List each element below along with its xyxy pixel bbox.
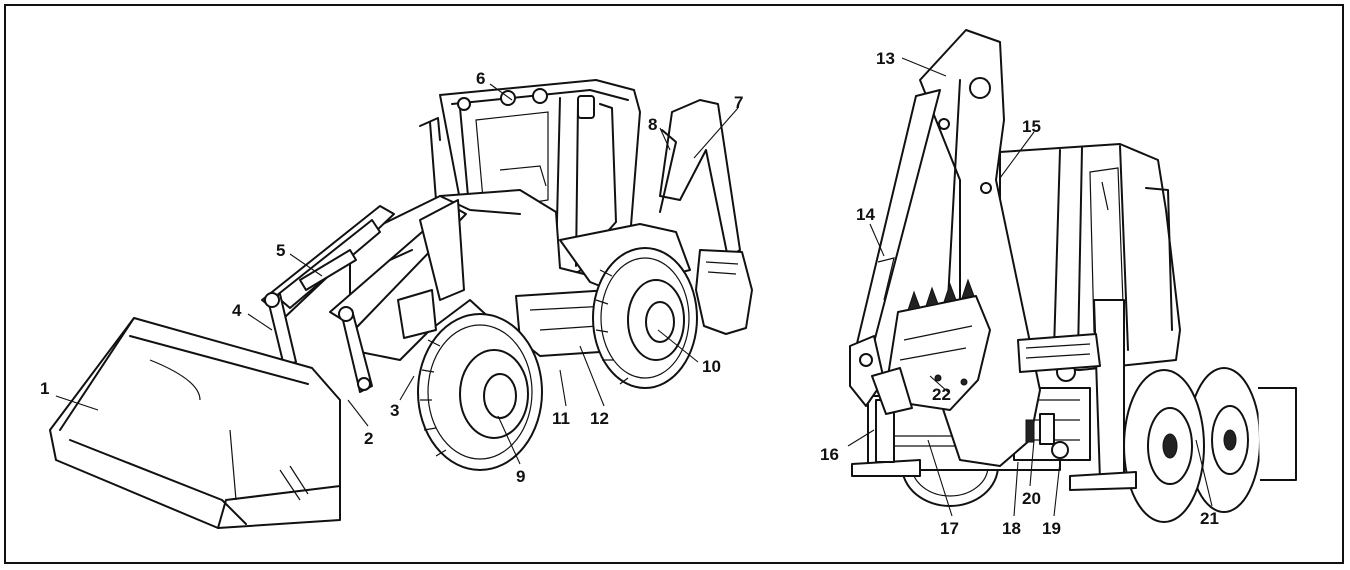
leader-8 [659,127,671,151]
callout-20: 20 [1022,489,1041,508]
leader-3 [399,375,415,401]
callout-9: 9 [516,467,525,486]
callout-18: 18 [1002,519,1021,538]
callout-22: 22 [932,385,951,404]
rear-bucket [871,278,991,415]
callout-1: 1 [40,379,49,398]
leader-13 [901,57,947,77]
callout-21: 21 [1200,509,1219,528]
rear-wheel-front-view [592,247,698,389]
callout-4: 4 [232,301,242,320]
leader-lines [55,57,1213,517]
leader-22 [929,375,949,393]
leader-11 [559,369,567,407]
leader-12 [579,345,605,407]
leader-5 [289,253,323,277]
callout-16: 16 [820,445,839,464]
leader-18 [1013,461,1019,517]
rear-boom-behind [659,99,753,335]
callout-3: 3 [390,401,399,420]
callout-14: 14 [856,205,875,224]
callout-5: 5 [276,241,285,260]
leader-4 [247,313,273,331]
leader-15 [999,131,1035,179]
callout-17: 17 [940,519,959,538]
front-bucket [49,317,341,529]
callout-19: 19 [1042,519,1061,538]
leader-16 [847,429,875,447]
callout-8: 8 [648,115,657,134]
callout-10: 10 [702,357,721,376]
leader-19 [1053,461,1061,517]
callout-2: 2 [364,429,373,448]
callout-12: 12 [590,409,609,428]
leader-9 [497,415,521,465]
callout-labels: 1 2 3 4 5 6 7 8 9 10 11 12 13 14 15 16 1… [40,49,1219,538]
callout-15: 15 [1022,117,1041,136]
callout-11: 11 [552,409,570,428]
callout-6: 6 [476,69,485,88]
leader-1 [55,395,99,411]
front-wheel-front-view [417,313,543,471]
leader-17 [927,439,953,517]
leader-6 [489,83,513,101]
leader-7 [693,107,739,159]
leader-20 [1029,439,1035,487]
front-view-machine [49,79,753,529]
leader-10 [657,329,699,363]
rear-view-machine [849,29,1297,523]
leader-2 [347,399,369,427]
leader-21 [1195,439,1213,507]
callout-7: 7 [734,93,743,112]
rear-hydraulics [1017,333,1101,445]
loader-arms [261,199,467,393]
leader-14 [869,223,885,257]
callout-13: 13 [876,49,895,68]
